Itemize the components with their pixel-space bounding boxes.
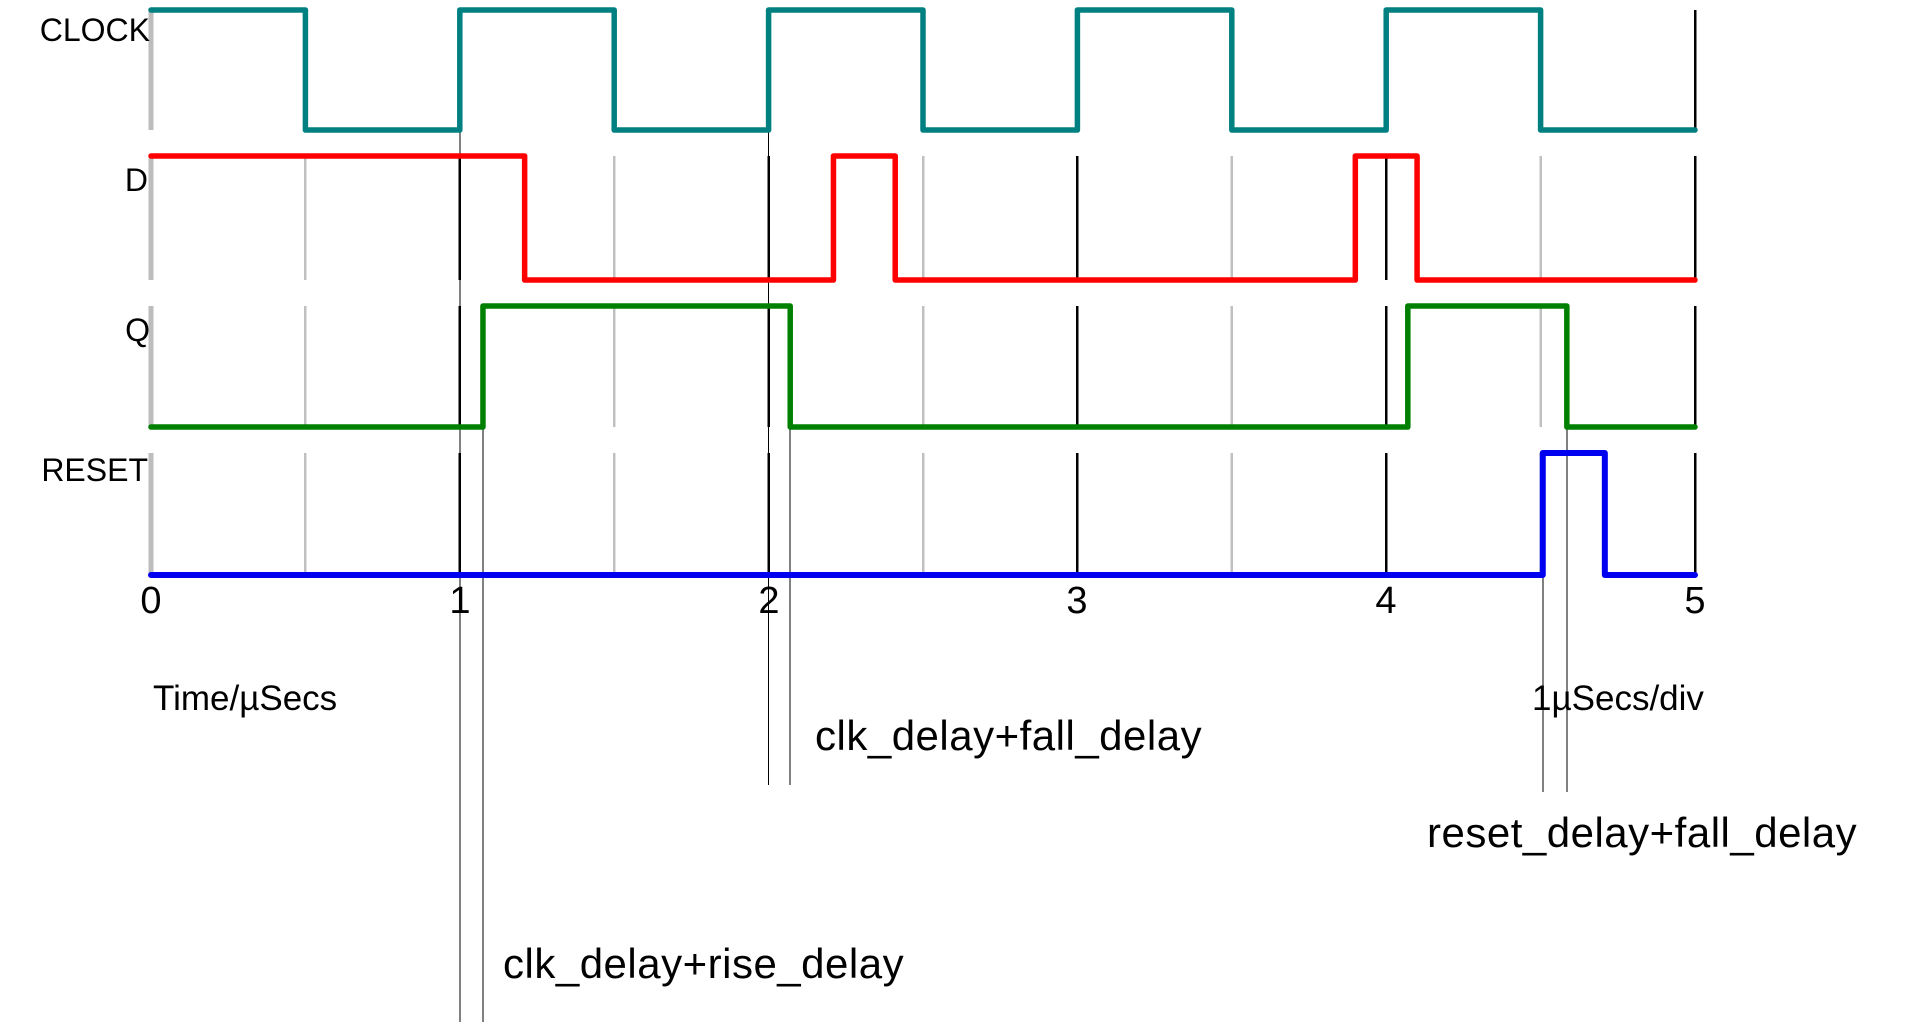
scale-per-div-label: 1µSecs/div [1532,679,1704,718]
waveform-curve-q[interactable] [148,303,1698,430]
waveform-curve-d[interactable] [148,153,1698,283]
waveform-curve-reset[interactable] [148,450,1698,578]
waveform-curve-clock[interactable] [148,7,1698,133]
x-tick-label-4: 4 [1375,580,1396,622]
x-tick-label-2: 2 [758,580,779,622]
x-tick-label-1: 1 [449,580,470,622]
annotation-label-reset-fall-delay: reset_delay+fall_delay [1427,809,1857,856]
annotation-label-clk-fall-delay: clk_delay+fall_delay [815,712,1202,759]
signal-label-clock: CLOCK [40,12,150,48]
signal-label-d: D [125,162,148,198]
waveform-layer [148,7,1698,578]
signal-label-reset: RESET [41,452,148,488]
signal-label-q: Q [125,312,150,348]
text-layer: CLOCK D Q RESET 0 1 2 3 4 5 Time/µSecs 1… [40,12,1857,987]
x-tick-label-3: 3 [1066,580,1087,622]
x-tick-label-5: 5 [1684,580,1705,622]
annotation-label-clk-rise-delay: clk_delay+rise_delay [503,940,904,987]
x-axis-label: Time/µSecs [153,679,337,718]
x-tick-label-0: 0 [140,580,161,622]
